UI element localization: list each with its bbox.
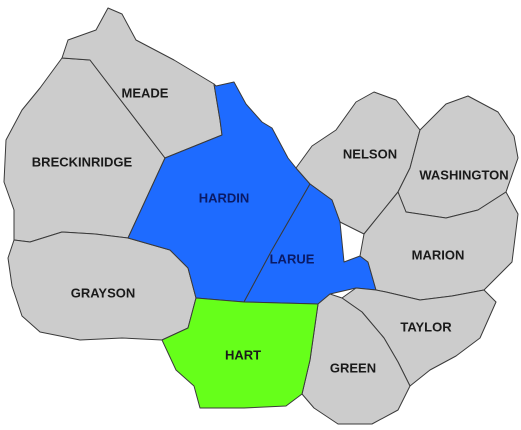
label-taylor: TAYLOR — [400, 319, 452, 334]
label-nelson: NELSON — [343, 146, 397, 161]
label-hardin: HARDIN — [199, 190, 250, 205]
label-washington: WASHINGTON — [419, 167, 508, 182]
label-breckinridge: BRECKINRIDGE — [32, 154, 133, 169]
county-hart[interactable] — [161, 297, 319, 409]
label-hart: HART — [225, 347, 261, 362]
county-green[interactable] — [301, 293, 411, 425]
label-larue: LARUE — [270, 251, 315, 266]
label-grayson: GRAYSON — [71, 285, 136, 300]
label-marion: MARION — [412, 247, 465, 262]
county-marion[interactable] — [359, 191, 519, 301]
label-green: GREEN — [330, 360, 376, 375]
label-meade: MEADE — [122, 85, 169, 100]
